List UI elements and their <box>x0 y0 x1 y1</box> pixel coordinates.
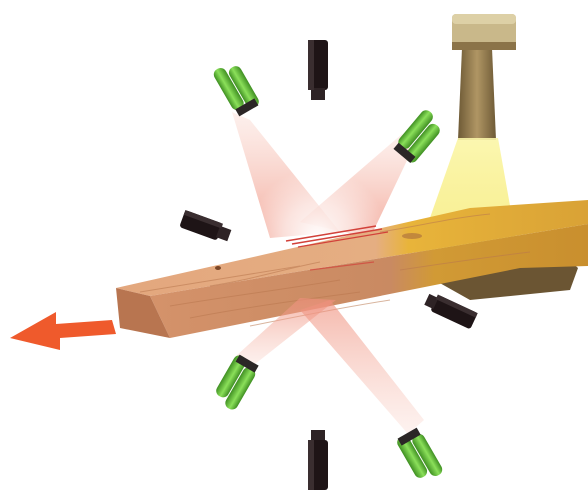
feed-direction-arrow <box>10 312 116 350</box>
green-laser-bottom-right <box>395 427 444 486</box>
laser-beam-bottom-right <box>300 300 424 434</box>
scanner-pillar <box>458 48 496 140</box>
camera-bottom <box>308 430 328 490</box>
camera-top <box>308 40 328 100</box>
camera-left <box>179 210 232 244</box>
green-laser-top-left <box>212 59 261 118</box>
